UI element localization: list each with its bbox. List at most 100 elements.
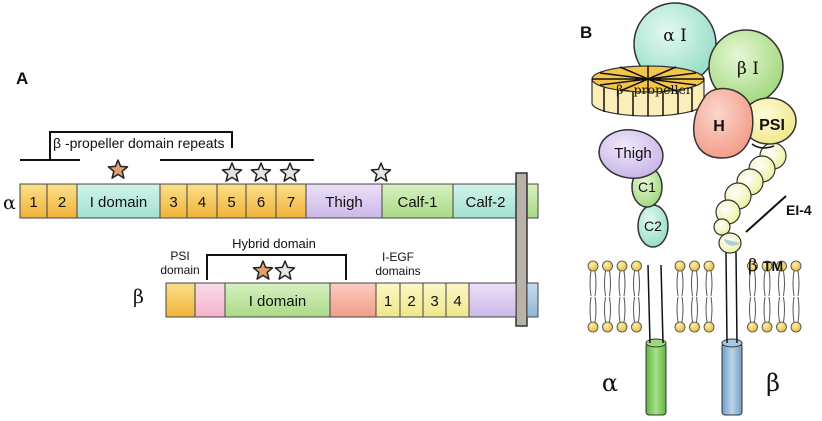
alpha-label-calf2: Calf-2 bbox=[465, 194, 505, 211]
lipid-tail bbox=[749, 296, 756, 323]
alpha-cytoplasmic-tail bbox=[645, 342, 667, 416]
alpha-label-7: 7 bbox=[287, 194, 295, 211]
lipid-tail bbox=[633, 296, 640, 323]
lipid-tail bbox=[676, 270, 684, 297]
beta-i-label: β I bbox=[737, 59, 759, 79]
lipid-tail bbox=[633, 270, 640, 297]
beta-label-iegf-line2: domains bbox=[375, 264, 420, 278]
lipid-head bbox=[616, 321, 628, 333]
beta-tm-text: TM bbox=[763, 258, 783, 274]
alpha-label-4: 4 bbox=[198, 194, 206, 211]
alpha-subunit-symbol: α bbox=[602, 369, 618, 397]
alpha-seg-4 bbox=[186, 183, 218, 219]
hybrid-domain-bracket bbox=[206, 254, 347, 280]
ei4-leader-line bbox=[745, 195, 787, 233]
c2-label: C2 bbox=[644, 218, 662, 234]
beta-tm-symbol: β bbox=[748, 256, 758, 276]
lipid-tail bbox=[705, 296, 713, 323]
alpha-label-thigh: Thigh bbox=[325, 194, 363, 211]
alpha-seg-calf1 bbox=[381, 183, 454, 219]
alpha-chain bbox=[19, 183, 539, 219]
lipid-head bbox=[631, 321, 642, 333]
star-icon bbox=[252, 260, 274, 280]
beta-label-psi-line1: PSI bbox=[170, 249, 189, 263]
propeller-label: β– propeller bbox=[616, 82, 692, 97]
psi-label: PSI bbox=[759, 117, 785, 134]
egf-bead bbox=[713, 218, 731, 236]
lipid-tail bbox=[792, 296, 800, 323]
star-icon bbox=[274, 260, 296, 280]
star-icon bbox=[370, 162, 392, 182]
alpha-tail-top bbox=[645, 338, 667, 348]
thigh-label: Thigh bbox=[614, 145, 652, 162]
alpha-seg-i-domain bbox=[76, 183, 161, 219]
lipid-bilayer bbox=[587, 260, 802, 333]
beta-tail-top bbox=[721, 338, 743, 348]
beta-label-i-domain: I domain bbox=[249, 293, 307, 310]
beta-label-egf-3: 3 bbox=[430, 293, 438, 310]
lipid-head bbox=[761, 260, 773, 272]
beta-seg-pink bbox=[194, 282, 226, 318]
alpha-seg-3 bbox=[159, 183, 188, 219]
beta-seg-tail bbox=[526, 282, 539, 318]
lipid-head bbox=[689, 260, 700, 272]
beta-cytoplasmic-tail bbox=[721, 342, 743, 416]
lipid-head bbox=[674, 321, 686, 333]
beta-label-egf-1: 1 bbox=[384, 293, 392, 310]
alpha-thigh-domain bbox=[598, 129, 664, 179]
alpha-seg-tail bbox=[525, 183, 539, 219]
lipid-tail bbox=[618, 270, 626, 297]
lipid-head bbox=[674, 260, 686, 272]
alpha-tm-strand bbox=[647, 264, 664, 344]
beta-seg-egf-1 bbox=[375, 282, 401, 318]
lipid-head bbox=[587, 321, 599, 333]
alpha-chain-symbol: α bbox=[3, 192, 16, 214]
lipid-head bbox=[602, 321, 613, 333]
beta-chain-symbol: β bbox=[133, 286, 144, 308]
alpha-seg-7 bbox=[275, 183, 307, 219]
lipid-tail bbox=[676, 296, 684, 323]
hybrid-domain bbox=[692, 87, 754, 159]
lipid-tail bbox=[691, 296, 698, 323]
lipid-tail bbox=[749, 270, 756, 297]
lipid-head bbox=[790, 260, 802, 272]
lipid-head bbox=[747, 321, 758, 333]
lipid-head bbox=[703, 321, 715, 333]
lipid-tail bbox=[589, 296, 597, 323]
panel-b-label: B bbox=[580, 23, 592, 42]
star-icon bbox=[250, 162, 272, 182]
lipid-tail bbox=[589, 270, 597, 297]
alpha-label-3: 3 bbox=[169, 194, 177, 211]
alpha-label-calf1: Calf-1 bbox=[397, 194, 437, 211]
lipid-head bbox=[747, 260, 758, 272]
lipid-head bbox=[616, 260, 628, 272]
beta-tm-strand bbox=[725, 251, 738, 344]
lipid-tail bbox=[763, 296, 771, 323]
lipid-head bbox=[602, 260, 613, 272]
star-icon bbox=[279, 162, 301, 182]
lipid-head bbox=[776, 260, 787, 272]
beta-propeller-cylinder bbox=[591, 65, 705, 117]
lipid-head bbox=[587, 260, 599, 272]
lipid-head bbox=[703, 260, 715, 272]
c1-label: C1 bbox=[638, 179, 656, 195]
lipid-head bbox=[790, 321, 802, 333]
star-icon bbox=[221, 162, 243, 182]
propeller-bracket-label: β -propeller domain repeats bbox=[53, 135, 224, 151]
lipid-tail bbox=[763, 270, 771, 297]
ei4-label: EI-4 bbox=[786, 202, 812, 218]
alpha-seg-2 bbox=[46, 183, 78, 219]
lipid-head bbox=[631, 260, 642, 272]
beta-chain bbox=[165, 282, 539, 318]
propeller-repeats-bracket bbox=[20, 131, 314, 161]
panel-a-label: A bbox=[16, 69, 28, 88]
lipid-head bbox=[689, 321, 700, 333]
star-icon bbox=[107, 159, 129, 179]
beta-subunit-symbol: β bbox=[766, 369, 780, 397]
psi-connector bbox=[751, 143, 775, 149]
lipid-tail bbox=[604, 270, 611, 297]
alpha-label-1: 1 bbox=[29, 194, 37, 211]
alpha-seg-calf2 bbox=[452, 183, 519, 219]
alpha-seg-1 bbox=[19, 183, 48, 219]
